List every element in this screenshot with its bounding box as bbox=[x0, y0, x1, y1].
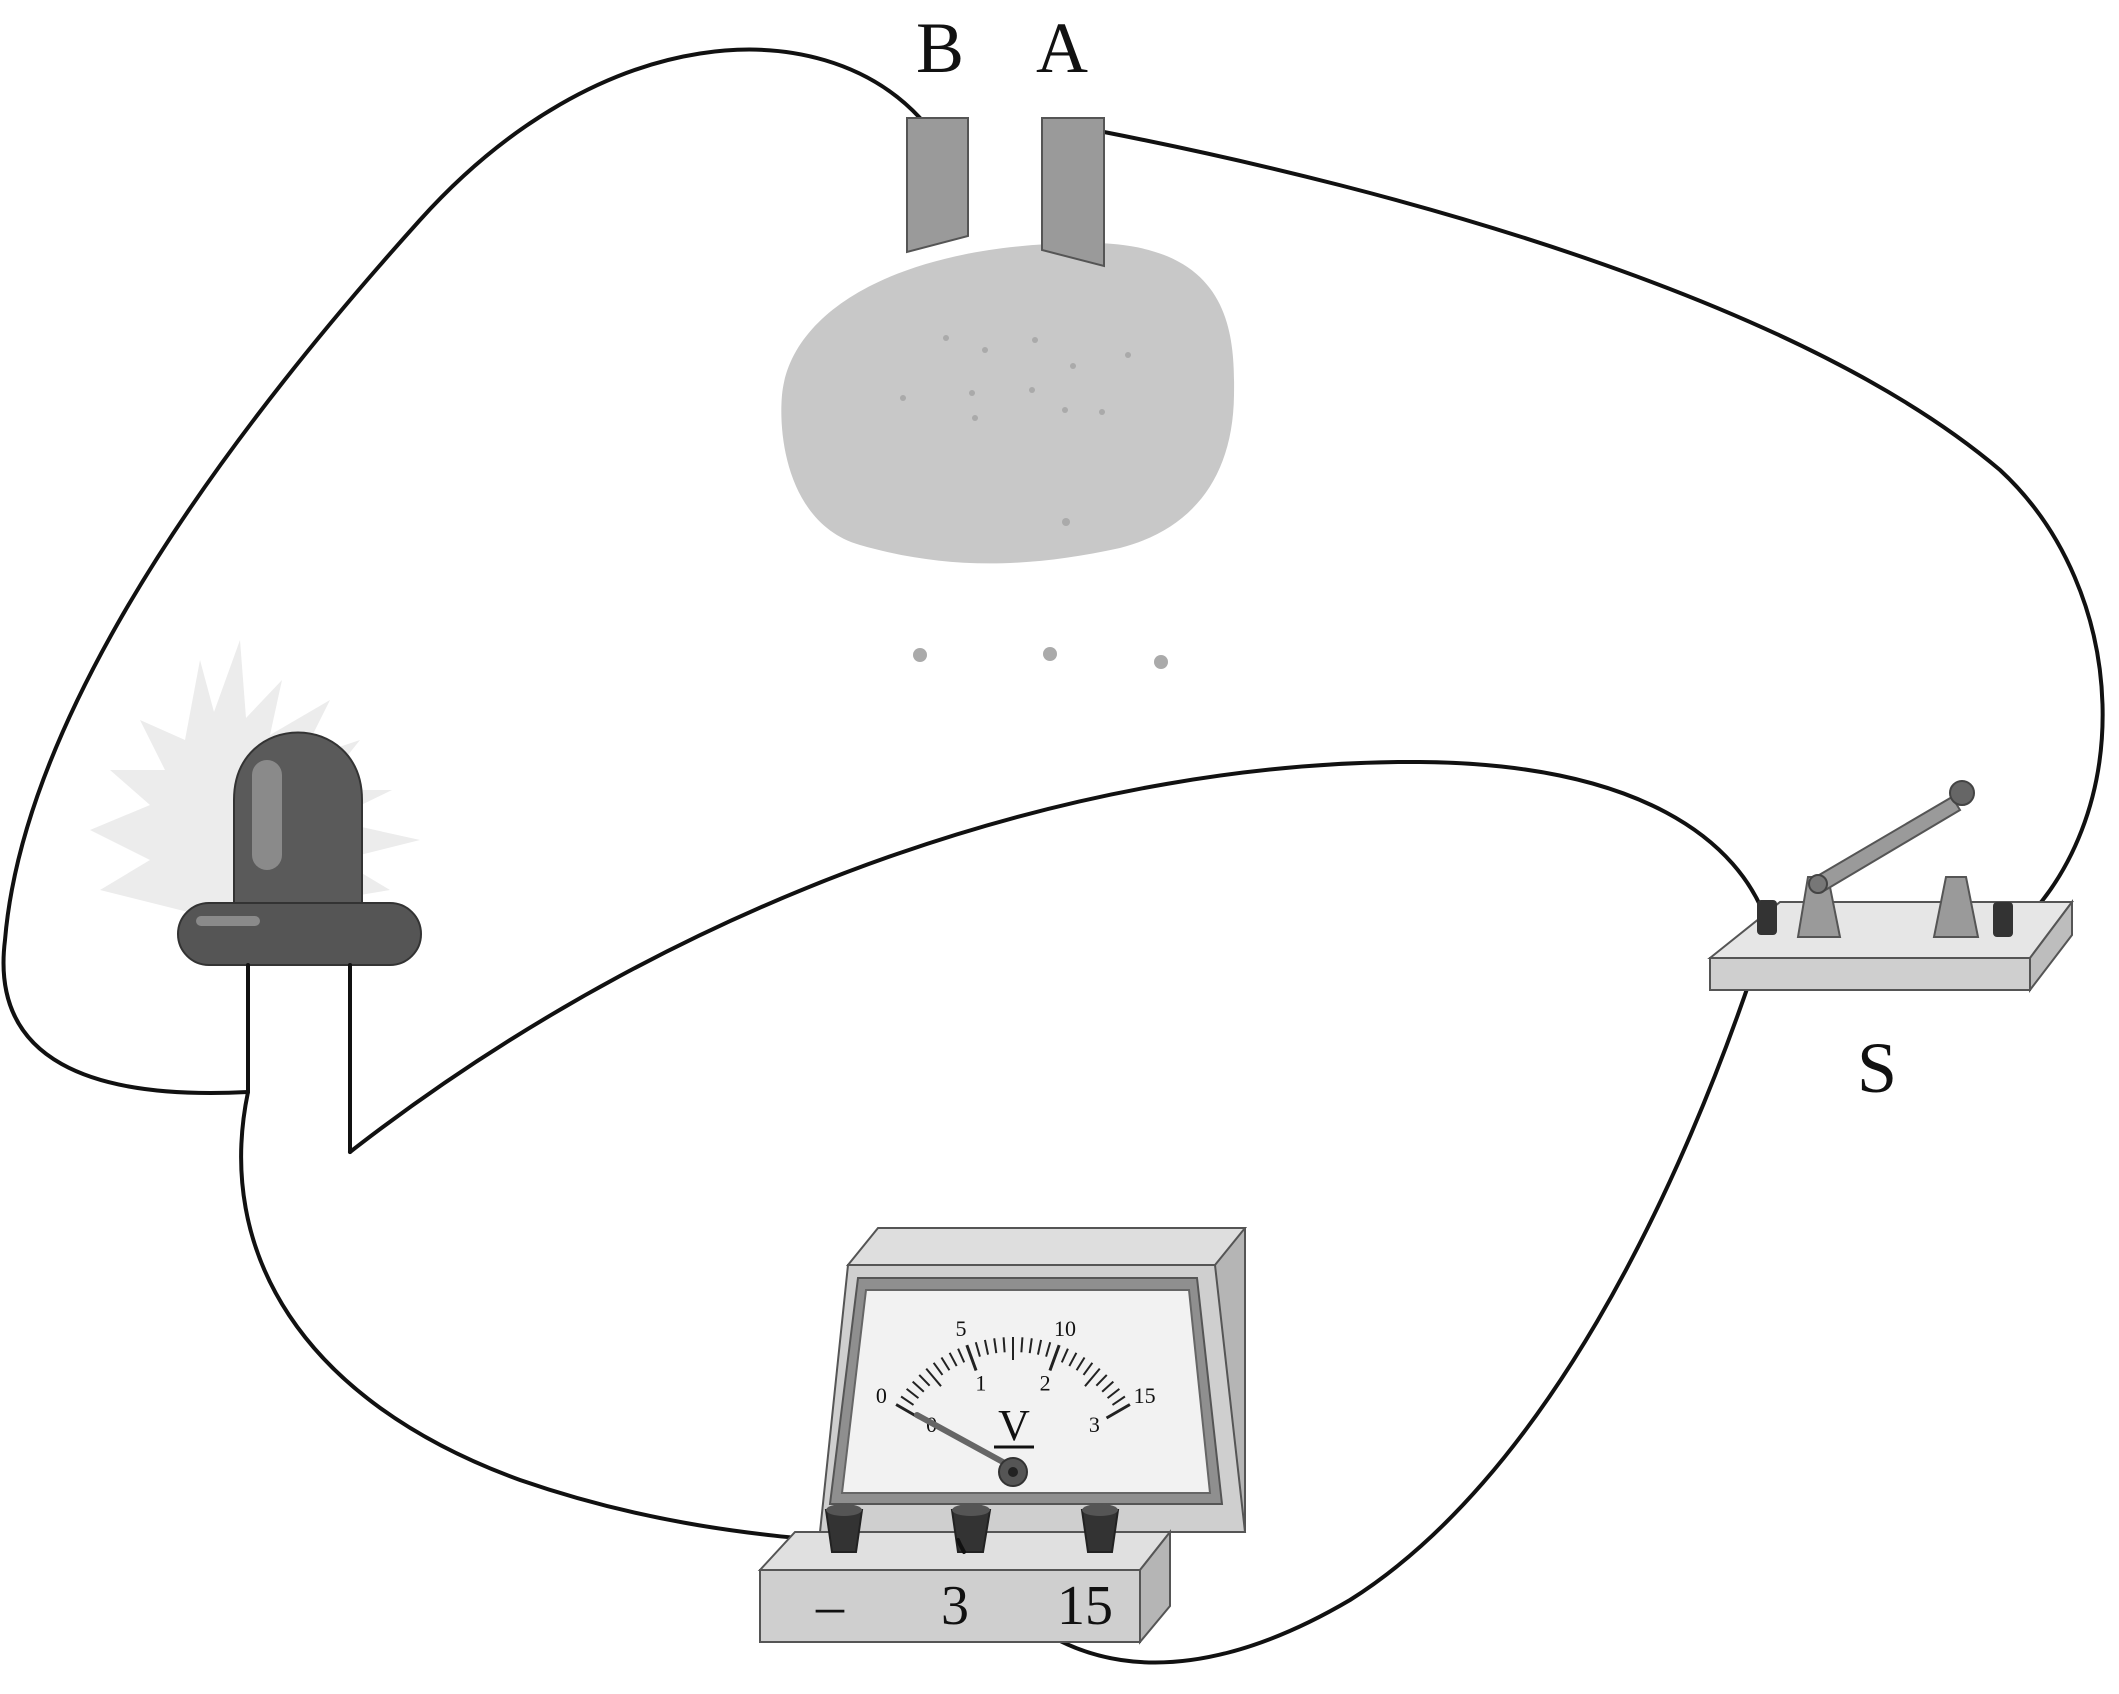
switch-contact-post bbox=[1932, 876, 1980, 938]
terminal-label-15: 15 bbox=[1057, 1575, 1113, 1637]
electrode-a bbox=[1041, 117, 1105, 268]
meter-tick bbox=[1082, 1362, 1094, 1376]
meter-tick bbox=[993, 1338, 998, 1354]
label-s: S bbox=[1857, 1028, 1897, 1108]
meter-terminal-15 bbox=[1080, 1509, 1120, 1553]
potato-dots bbox=[900, 335, 1168, 669]
meter-base-side bbox=[1139, 1529, 1171, 1645]
meter-tick bbox=[1106, 1388, 1120, 1399]
meter-tick bbox=[974, 1341, 981, 1357]
potato bbox=[781, 242, 1235, 564]
led-highlight bbox=[252, 760, 282, 870]
switch-blade bbox=[1812, 795, 1962, 894]
meter-tick bbox=[1111, 1395, 1126, 1406]
wire-terminal-3-stub bbox=[956, 1538, 966, 1554]
wire-voltmeter-to-switch bbox=[956, 933, 1767, 1665]
meter-tick bbox=[957, 1348, 966, 1363]
meter-needle-pivot-center bbox=[1008, 1467, 1018, 1477]
meter-terminal-3-top bbox=[952, 1504, 990, 1516]
meter-tick bbox=[1048, 1344, 1061, 1372]
meter-tick bbox=[900, 1395, 915, 1406]
led bbox=[90, 640, 422, 1154]
meter-tick bbox=[1101, 1380, 1114, 1393]
meter-tick bbox=[1036, 1339, 1043, 1355]
meter-symbol: V bbox=[998, 1401, 1030, 1450]
meter-scale-label: 3 bbox=[1089, 1412, 1100, 1437]
potato-cell: B A bbox=[781, 8, 1235, 669]
switch-terminal-left bbox=[1757, 900, 1777, 935]
meter-tick bbox=[1002, 1337, 1006, 1353]
led-base bbox=[177, 902, 422, 966]
wire-led-to-voltmeter-neg bbox=[239, 1090, 842, 1544]
switch-pivot bbox=[1808, 874, 1828, 894]
switch-base-side bbox=[2029, 899, 2073, 993]
meter-tick bbox=[1095, 1374, 1108, 1387]
voltmeter: 0 5 10 15 0 1 2 3 V – 3 15 bbox=[757, 1227, 1248, 1645]
switch-base-front bbox=[1709, 957, 2031, 991]
meter-tick bbox=[948, 1352, 958, 1367]
meter-tick bbox=[1105, 1403, 1131, 1420]
meter-tick bbox=[1020, 1337, 1024, 1353]
meter-scale-label: 2 bbox=[1040, 1371, 1051, 1396]
meter-terminal-negative-top bbox=[826, 1504, 862, 1516]
meter-tick bbox=[1045, 1341, 1052, 1357]
terminal-label-3: 3 bbox=[941, 1575, 969, 1637]
meter-face bbox=[840, 1289, 1212, 1494]
meter-terminal-15-top bbox=[1082, 1504, 1118, 1516]
meter-tick bbox=[940, 1356, 951, 1371]
meter-tick bbox=[1028, 1338, 1033, 1354]
meter-needle bbox=[914, 1412, 1015, 1470]
meter-tick bbox=[906, 1388, 920, 1399]
wires bbox=[1, 47, 2105, 1665]
meter-tick bbox=[912, 1380, 925, 1393]
meter-scale-ticks bbox=[895, 1337, 1131, 1420]
led-base-highlight bbox=[196, 916, 260, 926]
meter-terminal-negative bbox=[824, 1509, 864, 1553]
meter-tick bbox=[1084, 1367, 1101, 1387]
wire-led-to-switch bbox=[348, 759, 1770, 1154]
meter-scale-label: 15 bbox=[1134, 1383, 1156, 1408]
meter-scale-label: 0 bbox=[876, 1383, 887, 1408]
wire-b-to-led bbox=[1, 47, 922, 1095]
meter-tick bbox=[1068, 1352, 1078, 1367]
meter-tick bbox=[1060, 1348, 1069, 1363]
meter-scale-label: 1 bbox=[975, 1371, 986, 1396]
knife-switch: S bbox=[1707, 780, 2074, 1108]
label-b: B bbox=[916, 8, 964, 88]
switch-handle bbox=[1949, 780, 1975, 806]
electrode-b bbox=[906, 117, 969, 254]
meter-tick bbox=[1075, 1356, 1086, 1371]
wire-a-to-switch bbox=[1102, 130, 2105, 937]
meter-upper-scale: 0 5 10 15 bbox=[876, 1316, 1156, 1408]
meter-terminal-3 bbox=[950, 1509, 992, 1553]
meter-tick bbox=[918, 1374, 931, 1387]
terminal-label-negative: – bbox=[815, 1575, 845, 1637]
meter-tick bbox=[965, 1344, 978, 1372]
meter-tick bbox=[932, 1362, 944, 1376]
meter-scale-label: 5 bbox=[956, 1316, 967, 1341]
meter-tick bbox=[983, 1339, 990, 1355]
label-a: A bbox=[1036, 8, 1088, 88]
meter-housing-top bbox=[845, 1227, 1248, 1266]
switch-terminal-right bbox=[1993, 902, 2013, 937]
meter-scale-label: 10 bbox=[1054, 1316, 1076, 1341]
meter-tick bbox=[925, 1367, 942, 1387]
